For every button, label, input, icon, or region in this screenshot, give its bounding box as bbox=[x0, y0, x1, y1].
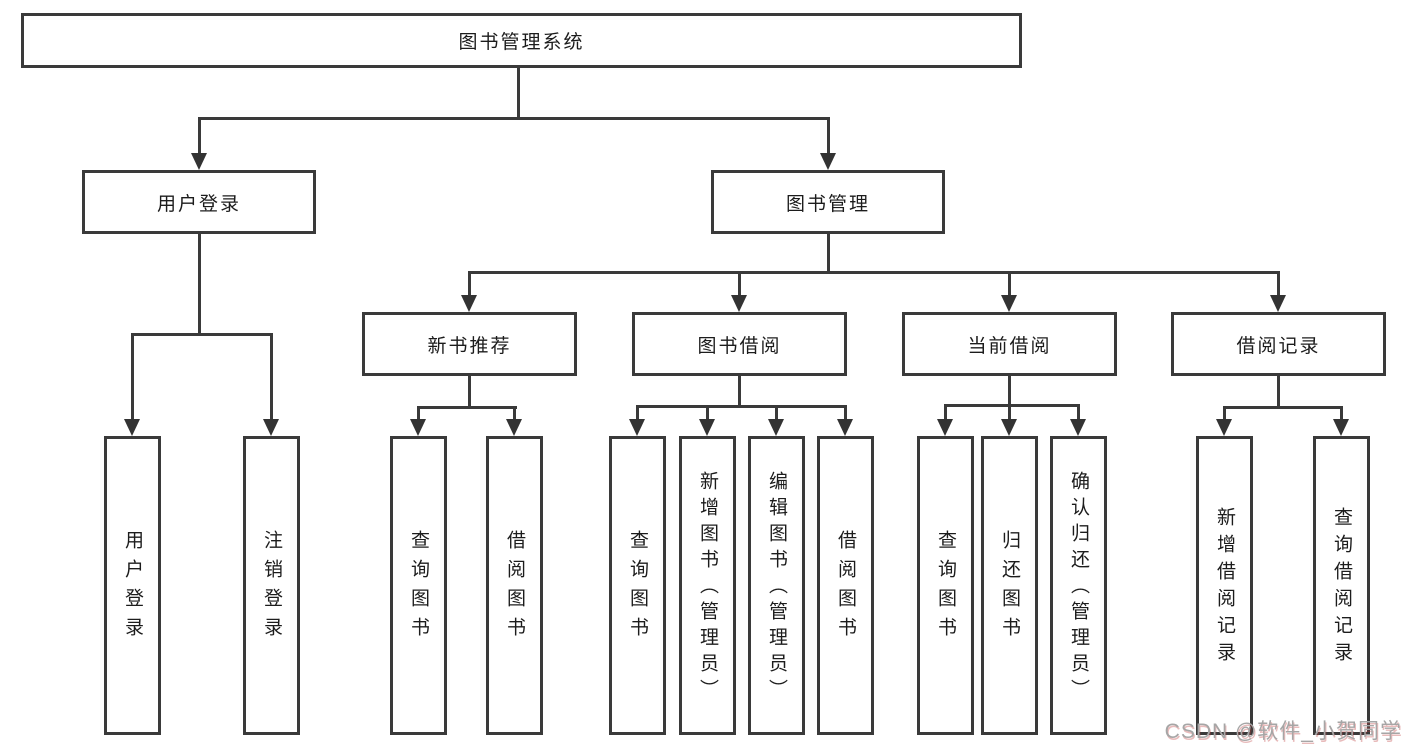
connector-line bbox=[775, 405, 778, 422]
leaf-label: 用户登录 bbox=[122, 529, 143, 646]
arrowhead-down-icon bbox=[768, 419, 784, 436]
connector-line bbox=[513, 406, 516, 422]
node-book-management: 图书管理 bbox=[711, 170, 945, 234]
connector-line bbox=[270, 333, 273, 422]
leaf-label: 注销登录 bbox=[261, 529, 282, 646]
connector-line bbox=[1223, 406, 1342, 409]
leaf-query-borrow-record: 查询借阅记录 bbox=[1313, 436, 1370, 735]
connector-line bbox=[468, 376, 471, 408]
connector-line bbox=[1340, 406, 1343, 422]
leaf-query-books-borrow: 查询图书 bbox=[609, 436, 666, 735]
connector-line bbox=[1223, 406, 1226, 422]
node-new-book-recommend-label: 新书推荐 bbox=[427, 335, 512, 357]
arrowhead-down-icon bbox=[1216, 419, 1232, 436]
arrowhead-down-icon bbox=[837, 419, 853, 436]
arrowhead-down-icon bbox=[263, 419, 279, 436]
connector-line bbox=[844, 405, 847, 422]
leaf-user-login: 用户登录 bbox=[104, 436, 161, 735]
arrowhead-down-icon bbox=[1070, 419, 1086, 436]
arrowhead-down-icon bbox=[124, 419, 140, 436]
node-root-label: 图书管理系统 bbox=[458, 32, 585, 53]
connector-line bbox=[198, 117, 201, 156]
arrowhead-down-icon bbox=[191, 153, 207, 170]
arrowhead-down-icon bbox=[937, 419, 953, 436]
leaf-label: 借阅图书 bbox=[835, 529, 856, 646]
connector-line bbox=[198, 234, 201, 336]
connector-line bbox=[1277, 376, 1280, 408]
node-root: 图书管理系统 bbox=[21, 13, 1022, 68]
arrowhead-down-icon bbox=[1001, 295, 1017, 312]
node-new-book-recommend: 新书推荐 bbox=[362, 312, 577, 376]
node-book-management-label: 图书管理 bbox=[785, 193, 870, 215]
arrowhead-down-icon bbox=[1333, 419, 1349, 436]
leaf-add-book-admin: 新增图书（管理员） bbox=[679, 436, 736, 735]
connector-line bbox=[517, 68, 520, 119]
leaf-query-books-current: 查询图书 bbox=[917, 436, 974, 735]
leaf-label: 新增图书（管理员） bbox=[697, 470, 718, 705]
connector-line bbox=[417, 406, 420, 422]
connector-line bbox=[468, 271, 471, 298]
connector-line bbox=[198, 117, 830, 120]
connector-line bbox=[468, 271, 1280, 274]
node-borrow-records-label: 借阅记录 bbox=[1236, 335, 1321, 357]
connector-line bbox=[131, 333, 134, 422]
leaf-logout: 注销登录 bbox=[243, 436, 300, 735]
connector-line bbox=[1277, 271, 1280, 298]
arrowhead-down-icon bbox=[461, 295, 477, 312]
leaf-label: 归还图书 bbox=[999, 529, 1020, 646]
leaf-label: 借阅图书 bbox=[504, 529, 525, 646]
connector-line bbox=[1008, 376, 1011, 406]
arrowhead-down-icon bbox=[820, 153, 836, 170]
node-current-borrow-label: 当前借阅 bbox=[967, 335, 1052, 357]
arrowhead-down-icon bbox=[699, 419, 715, 436]
node-book-borrow: 图书借阅 bbox=[632, 312, 847, 376]
connector-line bbox=[827, 234, 830, 274]
leaf-label: 查询借阅记录 bbox=[1331, 506, 1352, 669]
leaf-label: 新增借阅记录 bbox=[1214, 506, 1235, 669]
node-user-login: 用户登录 bbox=[82, 170, 316, 234]
connector-line bbox=[706, 405, 709, 422]
leaf-label: 查询图书 bbox=[935, 529, 956, 646]
arrowhead-down-icon bbox=[731, 295, 747, 312]
leaf-borrow-books-borrow: 借阅图书 bbox=[817, 436, 874, 735]
connector-line bbox=[944, 404, 947, 422]
leaf-label: 编辑图书（管理员） bbox=[766, 470, 787, 705]
connector-line bbox=[1077, 404, 1080, 422]
leaf-label: 确认归还（管理员） bbox=[1068, 470, 1089, 705]
arrowhead-down-icon bbox=[1001, 419, 1017, 436]
leaf-query-books-recommend: 查询图书 bbox=[390, 436, 447, 735]
leaf-edit-book-admin: 编辑图书（管理员） bbox=[748, 436, 805, 735]
leaf-borrow-books-recommend: 借阅图书 bbox=[486, 436, 543, 735]
node-user-login-label: 用户登录 bbox=[156, 193, 241, 215]
connector-line bbox=[944, 404, 1079, 407]
connector-line bbox=[636, 405, 639, 422]
node-current-borrow: 当前借阅 bbox=[902, 312, 1117, 376]
leaf-return-book: 归还图书 bbox=[981, 436, 1038, 735]
arrowhead-down-icon bbox=[506, 419, 522, 436]
node-book-borrow-label: 图书借阅 bbox=[697, 335, 782, 357]
node-borrow-records: 借阅记录 bbox=[1171, 312, 1386, 376]
connector-line bbox=[827, 117, 830, 156]
connector-line bbox=[738, 376, 741, 407]
connector-line bbox=[417, 406, 517, 409]
connector-line bbox=[131, 333, 273, 336]
leaf-label: 查询图书 bbox=[627, 529, 648, 646]
arrowhead-down-icon bbox=[410, 419, 426, 436]
connector-line bbox=[636, 405, 846, 408]
leaf-add-borrow-record: 新增借阅记录 bbox=[1196, 436, 1253, 735]
connector-line bbox=[1008, 271, 1011, 298]
connector-line bbox=[1008, 404, 1011, 422]
arrowhead-down-icon bbox=[629, 419, 645, 436]
leaf-confirm-return-admin: 确认归还（管理员） bbox=[1050, 436, 1107, 735]
csdn-watermark: CSDN @软件_小贺同学 bbox=[1164, 720, 1402, 743]
leaf-label: 查询图书 bbox=[408, 529, 429, 646]
connector-line bbox=[738, 271, 741, 298]
arrowhead-down-icon bbox=[1270, 295, 1286, 312]
